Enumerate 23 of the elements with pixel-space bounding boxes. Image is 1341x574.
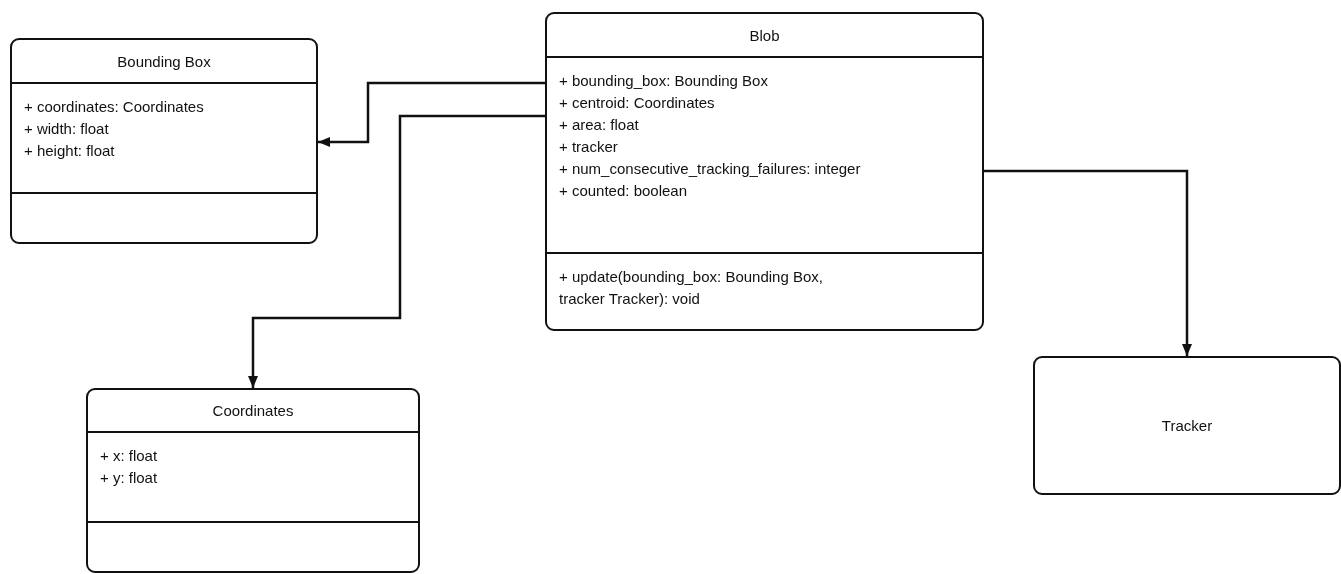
class-box xyxy=(545,12,984,331)
class-box xyxy=(10,38,318,244)
arrow xyxy=(248,114,545,388)
class-name: Bounding Box xyxy=(117,52,211,70)
class-name: Coordinates xyxy=(212,402,294,419)
attribute-text: + bounding_box: Bounding Box xyxy=(559,71,769,91)
arrow xyxy=(318,81,545,147)
attribute-text: + y: float xyxy=(100,468,159,488)
arrow xyxy=(984,169,1192,356)
class-name: Tracker xyxy=(1161,417,1213,434)
attribute-text: + num_consecutive_tracking_failures: integer xyxy=(559,159,862,179)
attribute-text: + x: float xyxy=(100,446,159,466)
attribute-text: + tracker xyxy=(559,137,619,157)
attribute-text: + area: float xyxy=(559,115,640,135)
attribute-text: + height: float xyxy=(24,141,116,161)
class-name: Blob xyxy=(749,26,780,44)
class-box xyxy=(86,388,420,573)
class-box xyxy=(1033,356,1341,495)
attribute-text: + counted: boolean xyxy=(559,181,689,201)
attribute-text: + centroid: Coordinates xyxy=(559,93,716,113)
attribute-text: + width: float xyxy=(24,119,110,139)
method-text: + update(bounding_box: Bounding Box, tracker Tracker): void xyxy=(559,267,824,309)
attribute-text: + coordinates: Coordinates xyxy=(24,97,205,117)
